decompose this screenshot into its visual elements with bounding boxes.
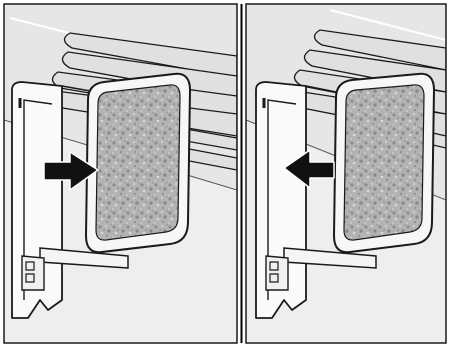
ceiling-edge-line [329,9,446,41]
foam-filter-pad [332,72,436,254]
panel-insert [4,4,237,343]
arrow-left-icon [283,149,335,189]
foam-filter-pad [84,72,192,254]
panel-remove [246,4,446,343]
arrow-right-icon [43,151,99,191]
panel-border [245,3,447,344]
filter-holder-frame [11,81,129,319]
panel-border [3,3,238,344]
filter-holder-frame [255,81,377,319]
